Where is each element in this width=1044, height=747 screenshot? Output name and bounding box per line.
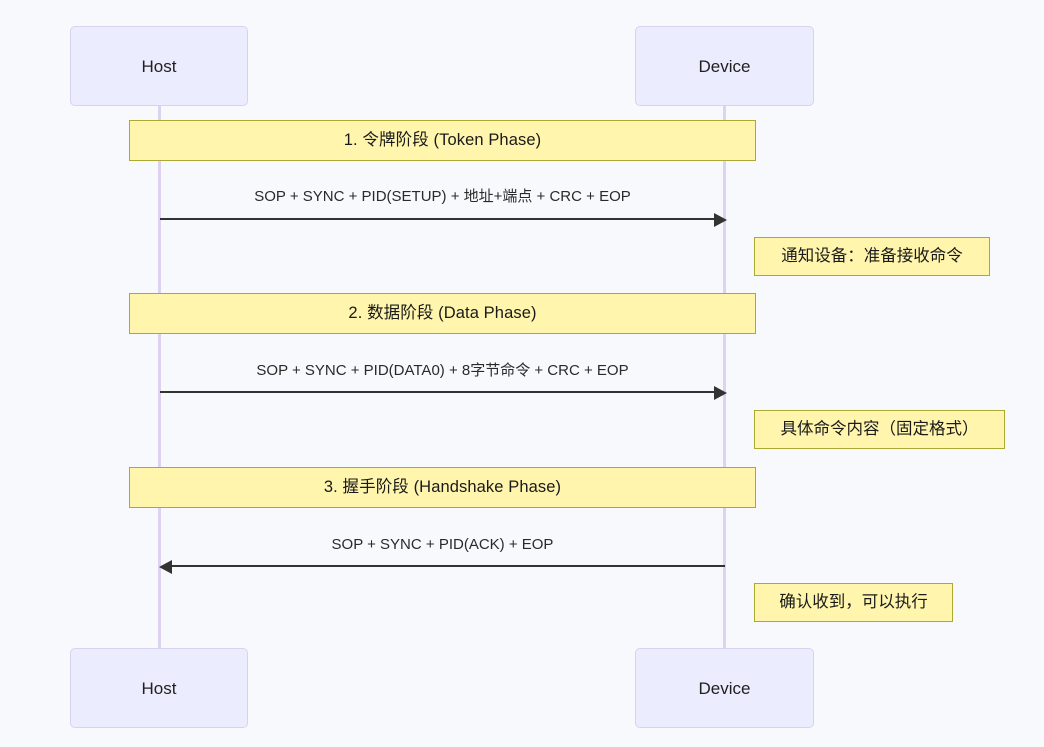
message-arrow-head-3	[159, 559, 172, 574]
phase-banner-1-label: 1. 令牌阶段 (Token Phase)	[343, 131, 542, 150]
host-actor-top-label: Host	[141, 56, 177, 76]
message-arrow-head-2	[714, 385, 727, 400]
message-label-2: SOP + SYNC + PID(DATA0) + 8字节命令 + CRC + …	[160, 363, 725, 378]
message-arrow-head-1	[714, 212, 727, 227]
note-box-1: 通知设备：准备接收命令	[754, 237, 990, 276]
note-box-3-label: 确认收到，可以执行	[779, 593, 928, 612]
device-lifeline	[723, 106, 726, 650]
note-box-3: 确认收到，可以执行	[754, 583, 953, 622]
message-label-1: SOP + SYNC + PID(SETUP) + 地址+端点 + CRC + …	[160, 189, 725, 204]
message-label-1-text: SOP + SYNC + PID(SETUP) + 地址+端点 + CRC + …	[254, 188, 631, 205]
device-actor-bottom[interactable]: Device	[635, 648, 814, 728]
host-actor-top[interactable]: Host	[70, 26, 248, 106]
message-arrow-line-2	[160, 391, 715, 394]
device-actor-top-label: Device	[698, 56, 751, 76]
message-arrow-line-3	[170, 565, 725, 568]
phase-banner-1: 1. 令牌阶段 (Token Phase)	[129, 120, 756, 161]
host-actor-bottom-label: Host	[141, 678, 177, 698]
message-label-2-text: SOP + SYNC + PID(DATA0) + 8字节命令 + CRC + …	[256, 362, 629, 379]
note-box-2: 具体命令内容（固定格式）	[754, 410, 1005, 449]
note-box-1-label: 通知设备：准备接收命令	[781, 247, 963, 266]
host-actor-bottom[interactable]: Host	[70, 648, 248, 728]
host-lifeline	[158, 106, 161, 650]
phase-banner-2: 2. 数据阶段 (Data Phase)	[129, 293, 756, 334]
phase-banner-3: 3. 握手阶段 (Handshake Phase)	[129, 467, 756, 508]
phase-banner-2-label: 2. 数据阶段 (Data Phase)	[348, 304, 537, 323]
phase-banner-3-label: 3. 握手阶段 (Handshake Phase)	[323, 478, 562, 497]
message-label-3-text: SOP + SYNC + PID(ACK) + EOP	[331, 536, 554, 553]
note-box-2-label: 具体命令内容（固定格式）	[780, 420, 979, 439]
message-arrow-line-1	[160, 218, 715, 221]
device-actor-bottom-label: Device	[698, 678, 751, 698]
device-actor-top[interactable]: Device	[635, 26, 814, 106]
message-label-3: SOP + SYNC + PID(ACK) + EOP	[160, 537, 725, 552]
